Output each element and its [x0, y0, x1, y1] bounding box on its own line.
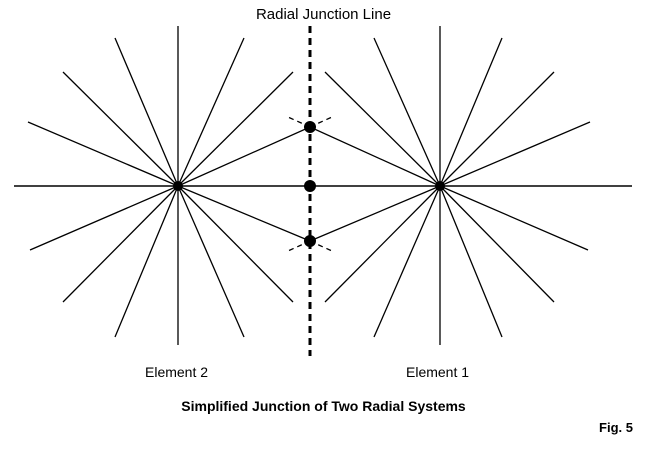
- element-2-label: Element 2: [145, 364, 209, 380]
- element-2-ray-5: [29, 185, 179, 251]
- element-2-ray-3: [177, 37, 245, 187]
- figure-number-label: Fig. 5: [599, 420, 633, 435]
- element-2-ray-6: [62, 185, 179, 303]
- figure-caption: Simplified Junction of Two Radial System…: [181, 398, 466, 414]
- element-2-ray-9: [177, 185, 294, 303]
- upper-node: [304, 121, 316, 133]
- right-hub-to-lower-node: [309, 185, 441, 242]
- element-2-ray-1: [62, 71, 179, 187]
- element-1-ray-5: [439, 185, 589, 251]
- hub-to-node-connector-group: [177, 126, 441, 242]
- element-1-ray-4: [324, 71, 441, 187]
- lower-node: [304, 235, 316, 247]
- element-1-ray-8: [373, 185, 441, 338]
- element-2-ray-2: [114, 37, 179, 187]
- element-1-ray-7: [439, 185, 503, 338]
- element-1-ray-1: [439, 71, 555, 187]
- element-2-ray-7: [114, 185, 179, 338]
- center-node: [304, 180, 316, 192]
- element-2-hub-center-dot: [173, 181, 183, 191]
- element-1-ray-9: [324, 185, 441, 303]
- right-hub-to-upper-node: [309, 126, 441, 187]
- element-1-ray-0: [439, 121, 591, 187]
- element-2-ray-0: [27, 121, 179, 187]
- element-2-ray-8: [177, 185, 245, 338]
- junction-node-group: [304, 121, 316, 247]
- hub-center-dot-group: [173, 181, 445, 191]
- element-2-ray-group: [27, 37, 294, 338]
- element-1-ray-6: [439, 185, 555, 303]
- radial-junction-line-title: Radial Junction Line: [255, 6, 392, 23]
- element-1-ray-2: [439, 37, 503, 187]
- element-1-ray-group: [324, 37, 591, 338]
- element-1-hub-center-dot: [435, 181, 445, 191]
- element-2-ray-4: [177, 71, 294, 187]
- left-hub-to-upper-node: [177, 126, 311, 187]
- element-1-label: Element 1: [406, 364, 470, 380]
- element-1-ray-3: [373, 37, 441, 187]
- left-hub-to-lower-node: [177, 185, 311, 242]
